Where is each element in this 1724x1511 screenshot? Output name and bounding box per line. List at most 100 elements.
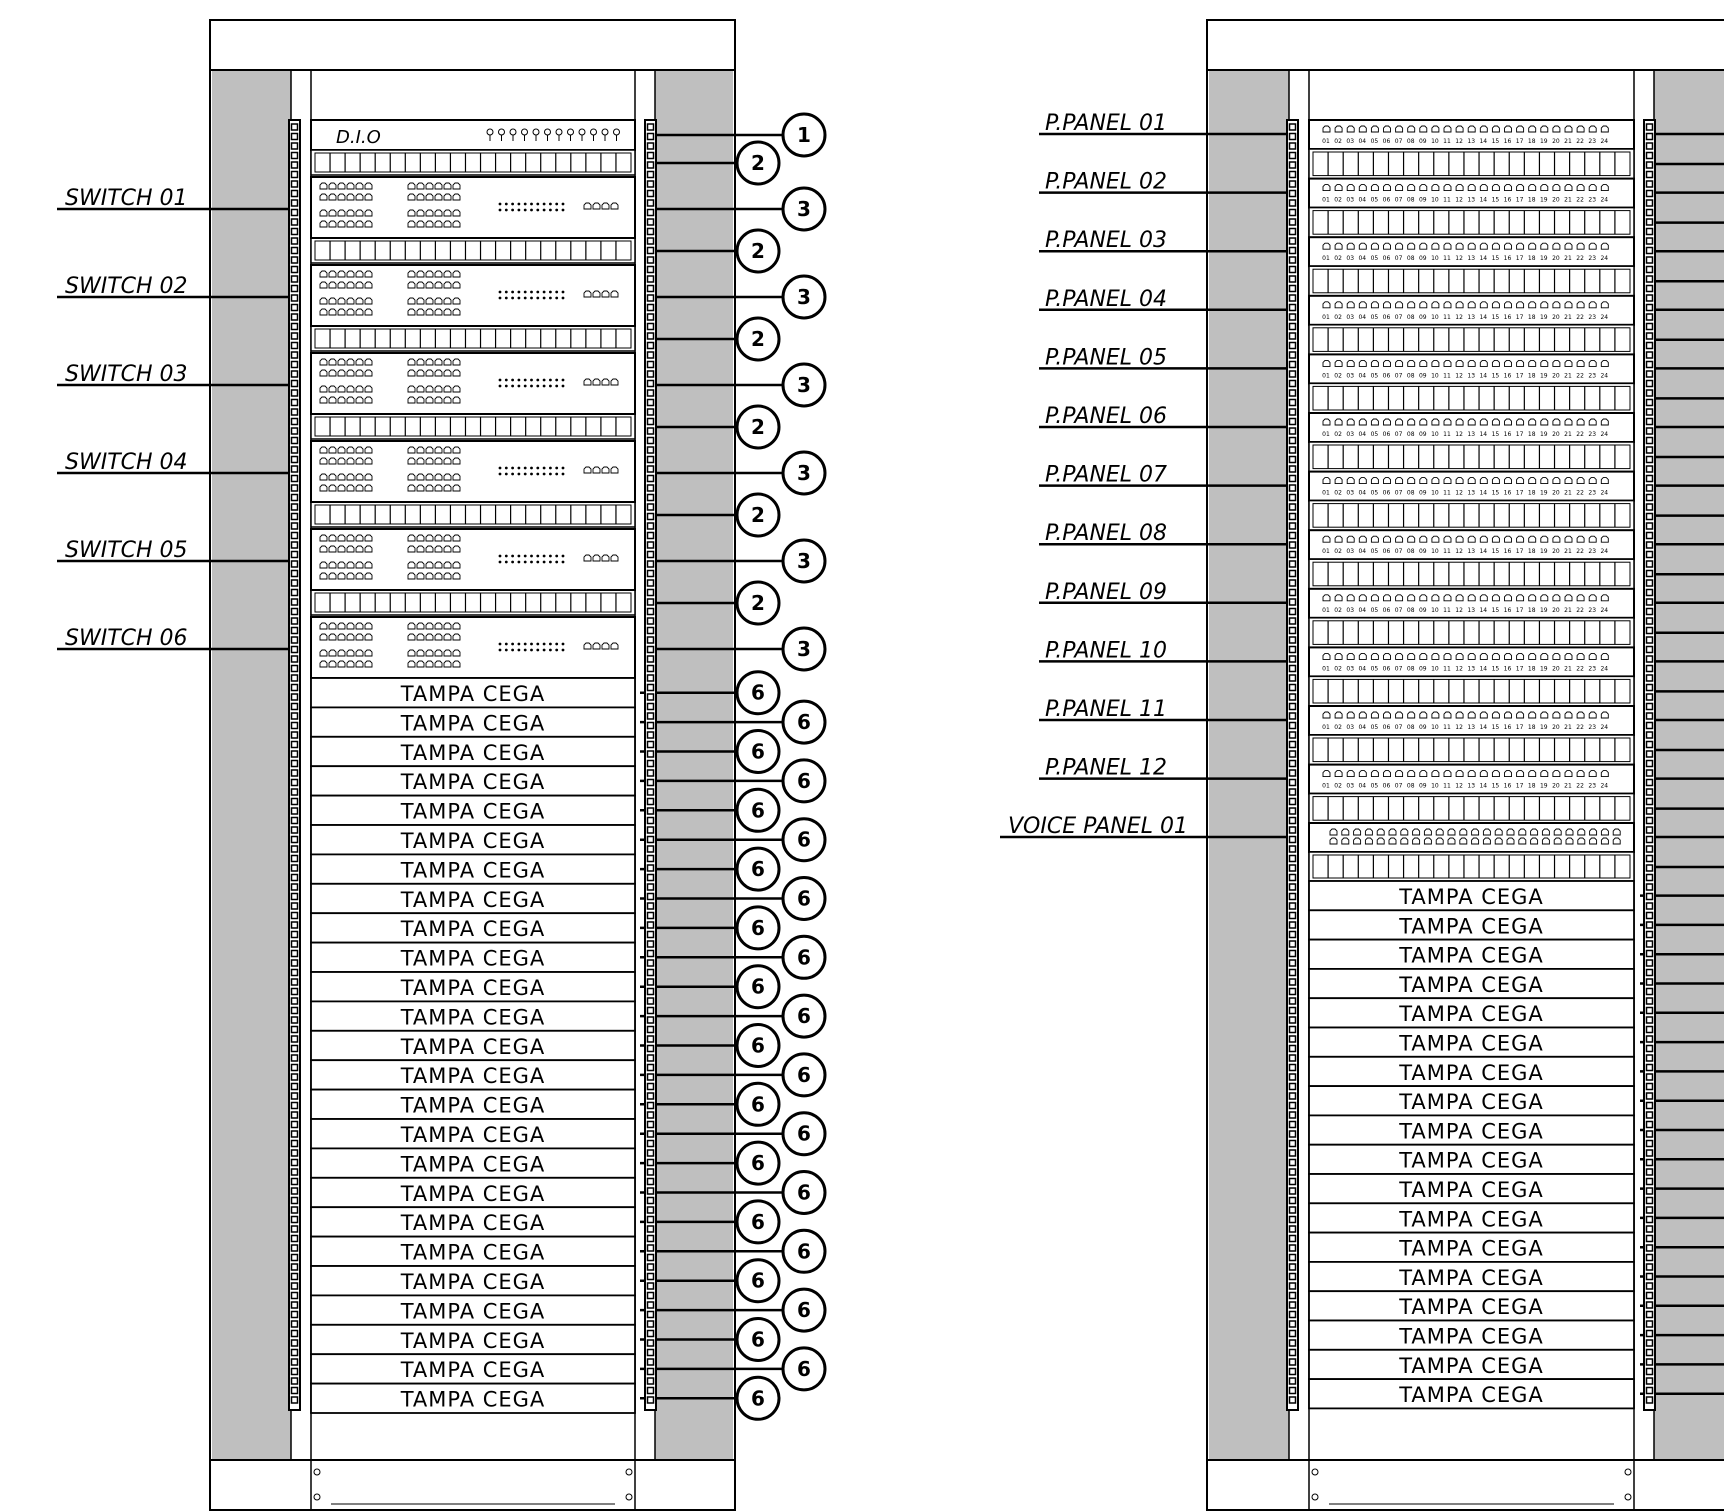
rail-hole (290, 199, 299, 207)
blank-panel: TAMPA CEGA (310, 941, 636, 973)
port-number: 21 (1564, 490, 1572, 497)
port-icon (1482, 828, 1491, 836)
port-icon (434, 281, 443, 289)
blank-frame (1308, 1378, 1635, 1410)
port-icon (1358, 770, 1367, 778)
port-icon (1589, 837, 1598, 845)
rail-hole (646, 1101, 655, 1110)
port-icon (443, 182, 452, 190)
callout-circle (781, 817, 827, 863)
status-led (542, 290, 546, 294)
blank-frame (310, 1265, 636, 1297)
mounting-rail (1643, 119, 1656, 1411)
rail-hole (290, 1263, 299, 1271)
rail-hole (1288, 389, 1297, 397)
rail-hole (290, 1111, 299, 1119)
port-icon (328, 534, 337, 542)
rail-hole (290, 1329, 299, 1338)
port-number: 12 (1455, 724, 1463, 731)
rail-hole (646, 417, 655, 426)
rail-hole (1288, 978, 1297, 986)
port-icon (1370, 652, 1379, 660)
status-led (536, 642, 540, 646)
callout-6: 6 (781, 1052, 827, 1098)
status-led (504, 560, 508, 564)
rail-hole (290, 427, 299, 435)
callout-6: 6 (735, 670, 781, 716)
rail-hole (1645, 598, 1654, 606)
callout-number: 6 (797, 1122, 811, 1146)
port-number: 18 (1528, 783, 1536, 790)
status-led (511, 648, 514, 652)
rail-hole (646, 721, 655, 730)
port-icon (1322, 652, 1331, 660)
rail-hole (646, 427, 655, 435)
port-icon (1395, 770, 1404, 778)
port-icon (425, 545, 434, 553)
port-icon (425, 297, 434, 305)
port-icon (346, 385, 355, 393)
port-number: 11 (1443, 138, 1451, 145)
port-number: 14 (1479, 724, 1487, 731)
port-number: 16 (1504, 490, 1512, 497)
rail-hole (646, 579, 655, 587)
port-icon (364, 660, 373, 668)
port-icon (452, 385, 461, 393)
port-icon (434, 297, 443, 305)
rail-hole (646, 1082, 655, 1091)
rail-hole (1645, 845, 1654, 853)
rail-hole (290, 132, 299, 141)
rail-hole (1645, 883, 1654, 891)
organizer-frame (1308, 324, 1635, 356)
rail-hole (646, 1263, 655, 1271)
port-icon (1576, 711, 1585, 719)
rail-hole (646, 512, 655, 521)
port-number: 01 (1322, 372, 1330, 379)
port-icon (1346, 418, 1355, 426)
rail-hole (1288, 465, 1297, 473)
port-icon (1407, 418, 1416, 426)
port-icon (407, 385, 416, 393)
blank-label: TAMPA CEGA (1398, 1354, 1544, 1378)
port-icon (1600, 477, 1609, 485)
port-icon (1504, 594, 1512, 602)
rail-hole (646, 541, 655, 549)
port-number: 13 (1467, 372, 1475, 379)
port-icon (1552, 711, 1561, 719)
port-icon (1358, 301, 1367, 309)
dio-unit: D.I.O (310, 119, 636, 151)
port-icon (1491, 242, 1500, 250)
rail-hole (1645, 180, 1654, 188)
base-screw (313, 1493, 321, 1501)
port-number: 21 (1564, 665, 1572, 672)
callout-number: 6 (797, 1298, 811, 1322)
rail-hole (290, 1358, 299, 1366)
rail-hole (646, 864, 655, 872)
port-icon (1491, 418, 1500, 426)
port-icon (355, 660, 364, 668)
rail-hole (1645, 978, 1654, 986)
port-icon (1358, 652, 1367, 660)
rail-hole (1645, 1396, 1654, 1404)
port-icon (1588, 125, 1597, 133)
cable-organizer (310, 413, 636, 440)
callout-number: 2 (751, 503, 765, 527)
port-icon (1334, 359, 1343, 367)
cable-organizer (1308, 792, 1635, 824)
rail-hole (1645, 1111, 1654, 1119)
port-icon (583, 642, 592, 650)
port-icon (1346, 535, 1355, 543)
callout-circle (781, 758, 827, 804)
port-icon (1516, 770, 1525, 778)
status-led (530, 290, 533, 294)
port-number: 02 (1334, 490, 1342, 497)
blank-frame (1308, 1290, 1635, 1322)
organizer-frame (310, 149, 636, 176)
callout-circle (781, 362, 827, 408)
port-icon (1383, 359, 1391, 367)
port-icon (328, 209, 337, 217)
port-icon (416, 446, 425, 454)
port-icon (434, 473, 443, 481)
port-icon (1407, 477, 1416, 485)
